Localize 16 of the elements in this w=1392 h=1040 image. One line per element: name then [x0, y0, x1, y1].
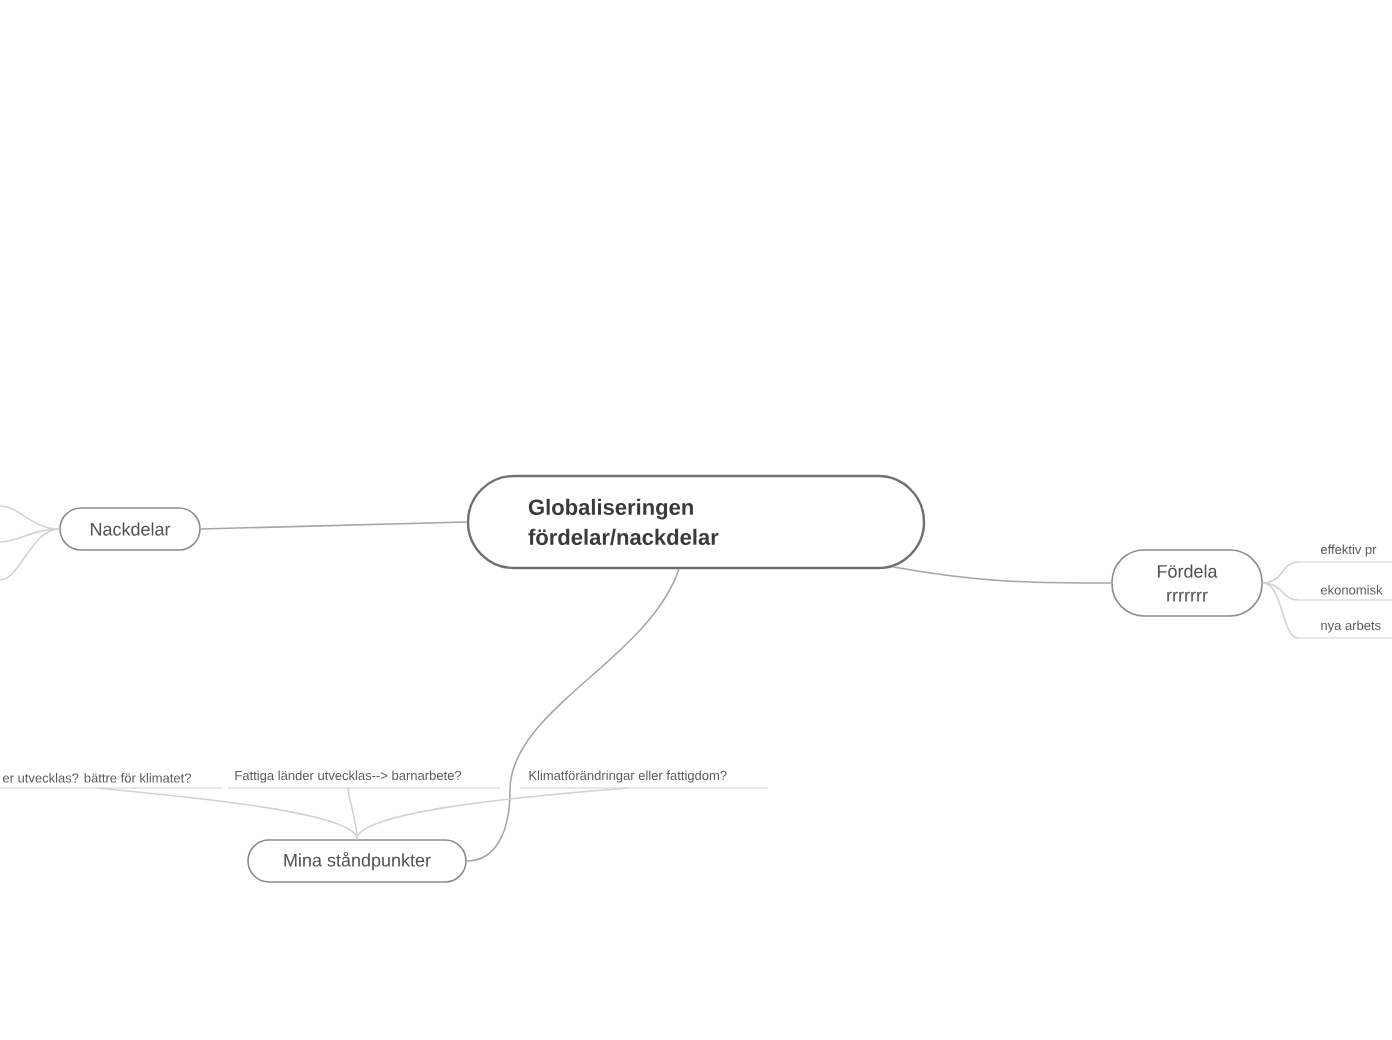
connector-line [892, 566, 1112, 584]
connector-line [1262, 561, 1299, 584]
connector-line [1262, 582, 1299, 601]
connector-line [356, 787, 629, 840]
topic-box: Fördela rrrrrrr [1111, 549, 1263, 617]
connector-line [0, 528, 60, 543]
connector-line [0, 528, 60, 581]
connector-line [466, 568, 680, 862]
topic-box: Nackdelar [59, 507, 201, 551]
connector-line [96, 787, 358, 840]
connector-line [0, 505, 60, 530]
connector-line [347, 787, 358, 840]
central-topic-box: Globaliseringen fördelar/nackdelar [466, 474, 926, 570]
connector-line [200, 521, 468, 530]
connector-line [1262, 582, 1299, 639]
topic-box: Mina ståndpunkter [247, 839, 467, 883]
